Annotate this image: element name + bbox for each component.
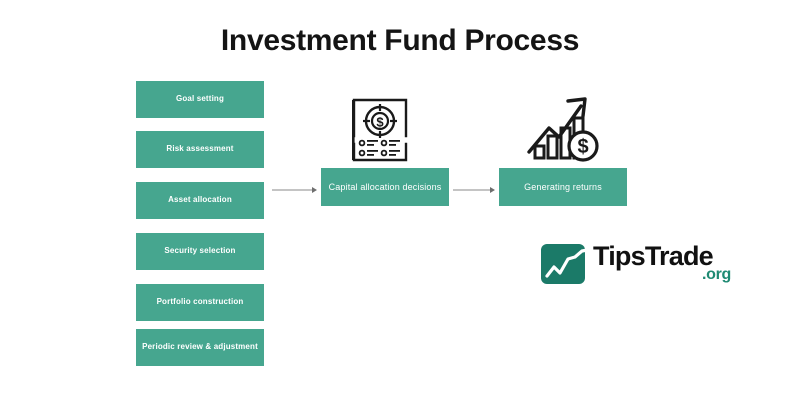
connector-arrow-asset-to-capital xyxy=(272,182,317,193)
capital-allocation-label: Capital allocation decisions xyxy=(328,181,442,192)
stage-box-goal-setting[interactable]: Goal setting xyxy=(136,81,264,118)
stage-box-periodic-review-adjustment[interactable]: Periodic review & adjustment xyxy=(136,329,264,366)
svg-text:$: $ xyxy=(577,136,588,158)
logo-tld-text: .org xyxy=(701,266,731,283)
growth-chart-dollar-icon: $ xyxy=(523,88,605,164)
connector-arrow-capital-to-returns xyxy=(453,182,495,193)
capital-allocation-decisions-box[interactable]: Capital allocation decisions xyxy=(321,168,449,206)
stage-box-security-selection[interactable]: Security selection xyxy=(136,233,264,270)
logo-chart-mark-icon xyxy=(541,242,595,286)
stage-label: Portfolio construction xyxy=(156,297,244,307)
report-target-dollar-icon: $ xyxy=(349,96,411,164)
stage-label: Asset allocation xyxy=(168,195,232,205)
stage-label: Risk assessment xyxy=(166,144,234,154)
page-title: Investment Fund Process xyxy=(220,24,580,57)
logo-wordmark: TipsTrade .org xyxy=(593,240,733,290)
generating-returns-box[interactable]: Generating returns xyxy=(499,168,627,206)
stage-label: Goal setting xyxy=(175,94,225,104)
stage-box-asset-allocation[interactable]: Asset allocation xyxy=(136,182,264,219)
svg-text:$: $ xyxy=(376,115,384,130)
stage-box-portfolio-construction[interactable]: Portfolio construction xyxy=(136,284,264,321)
tipstrade-logo[interactable]: TipsTrade .org xyxy=(541,240,733,290)
stage-label: Security selection xyxy=(164,246,236,256)
logo-name-text: TipsTrade xyxy=(593,241,714,271)
stage-box-risk-assessment[interactable]: Risk assessment xyxy=(136,131,264,168)
generating-returns-label: Generating returns xyxy=(524,181,602,192)
stage-label: Periodic review & adjustment xyxy=(142,342,258,352)
